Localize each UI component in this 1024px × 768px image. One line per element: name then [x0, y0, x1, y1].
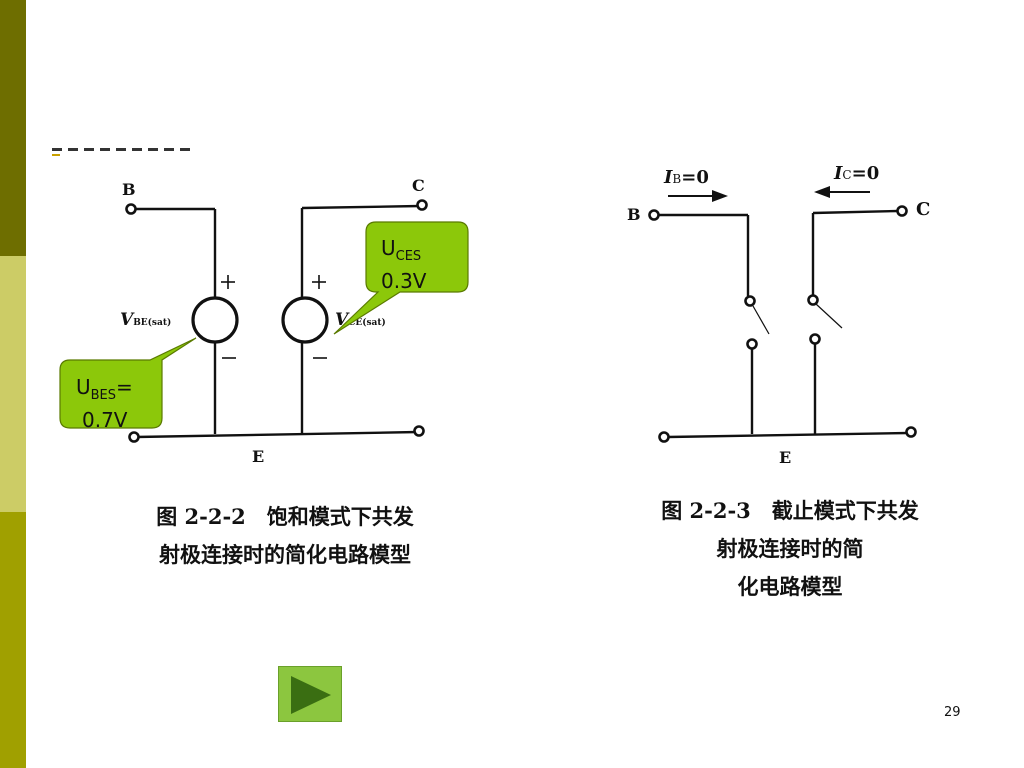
vce-subscript: CE(sat) — [348, 318, 386, 328]
callout-ubes: UBES= 0.7V — [76, 375, 133, 432]
left-terminal-c: C — [412, 176, 425, 195]
right-terminal-c: C — [916, 199, 931, 220]
ubes-value: 0.7V — [82, 408, 128, 432]
left-figure-caption: 图 2-2-2 饱和模式下共发 射极连接时的简化电路模型 — [120, 498, 450, 574]
right-figure-caption: 图 2-2-3 截止模式下共发 射极连接时的简 化电路模型 — [630, 492, 950, 606]
callout-ubes-shape — [59, 337, 197, 429]
sidebar-middle-segment — [0, 256, 26, 512]
ic-symbol: I — [834, 163, 843, 184]
callout-uces-shape — [333, 221, 469, 335]
ib-label: IB=0 — [664, 167, 709, 188]
right-terminal-b: B — [627, 205, 641, 224]
left-caption-line1: 图 2-2-2 饱和模式下共发 — [156, 504, 414, 529]
left-terminal-e: E — [252, 447, 265, 466]
sidebar-top-segment — [0, 0, 26, 256]
uces-symbol: U — [381, 236, 396, 260]
right-caption-line2: 射极连接时的简 — [716, 536, 864, 561]
ib-symbol: I — [664, 167, 673, 188]
page-number: 29 — [944, 705, 961, 720]
ubes-subscript: BES — [90, 388, 117, 403]
callout-uces: UCES 0.3V — [381, 236, 427, 293]
vbe-sat-label: VBE(sat) — [120, 310, 171, 330]
right-terminal-e: E — [779, 448, 792, 467]
vbe-symbol: V — [120, 310, 134, 330]
left-caption-line2: 射极连接时的简化电路模型 — [159, 542, 411, 567]
header-remnant — [52, 148, 192, 156]
uces-value: 0.3V — [381, 269, 427, 293]
cutoff-circuit-diagram — [648, 186, 917, 443]
right-caption-line1: 图 2-2-3 截止模式下共发 — [661, 498, 919, 523]
sidebar-bottom-segment — [0, 512, 26, 768]
vbe-subscript: BE(sat) — [133, 318, 172, 328]
ubes-symbol: U — [76, 375, 91, 399]
saturation-circuit-diagram — [125, 199, 428, 443]
ic-label: IC=0 — [834, 163, 879, 184]
next-slide-button[interactable] — [278, 666, 342, 722]
uces-subscript: CES — [395, 249, 422, 264]
play-arrow-icon — [291, 676, 331, 714]
ubes-equals: = — [116, 375, 133, 399]
ic-value: =0 — [851, 163, 880, 184]
ic-subscript: C — [842, 168, 852, 182]
ib-subscript: B — [672, 172, 682, 186]
ib-value: =0 — [681, 167, 709, 188]
right-caption-line3: 化电路模型 — [737, 574, 843, 599]
left-terminal-b: B — [122, 180, 136, 199]
sidebar — [0, 0, 26, 768]
